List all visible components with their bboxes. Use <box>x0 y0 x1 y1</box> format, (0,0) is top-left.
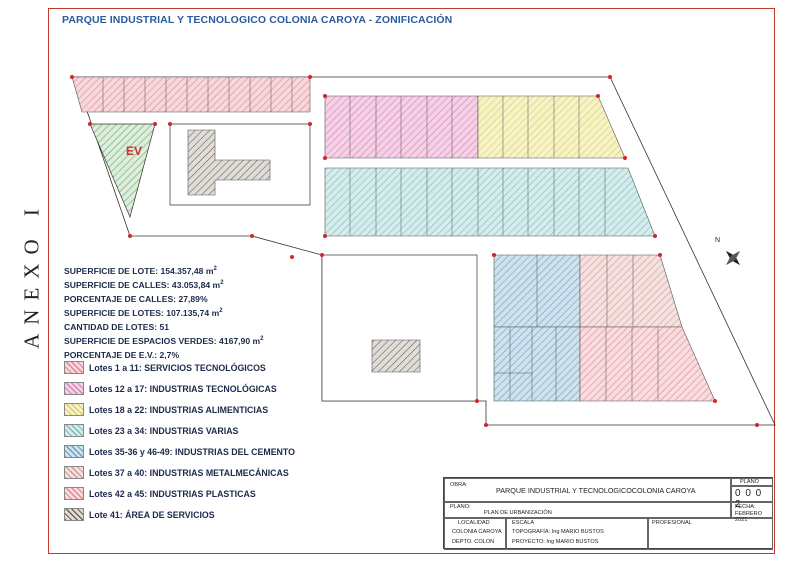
stat-superficie-lote: SUPERFICIE DE LOTE: 154.357,48 m2 <box>64 265 217 276</box>
lots-37-40 <box>579 254 683 328</box>
tb-plano-value: PLAN DE URBANIZACIÓN <box>484 510 552 516</box>
survey-points <box>70 75 759 427</box>
map-border <box>48 8 775 554</box>
legend-item: Lotes 42 a 45: INDUSTRIAS PLASTICAS <box>64 486 394 501</box>
tb-profesional: PROFESIONAL <box>652 520 692 526</box>
central-block <box>321 254 478 402</box>
tb-fecha-cell <box>731 502 773 518</box>
legend-item: Lotes 37 a 40: INDUSTRIAS METALMECÁNICAS <box>64 465 394 480</box>
map-title: PARQUE INDUSTRIAL Y TECNOLOGICO COLONIA … <box>62 14 453 26</box>
tb-localidad-cell <box>444 518 506 550</box>
legend-text: Lotes 18 a 22: INDUSTRIAS ALIMENTICIAS <box>89 404 269 415</box>
legend-swatch <box>64 487 84 500</box>
middle-row-dividers <box>349 168 606 236</box>
stat-porcentaje-calles: PORCENTAJE DE CALLES: 27,89% <box>64 293 208 304</box>
legend-text: Lote 41: ÁREA DE SERVICIOS <box>89 509 215 520</box>
legend-item: Lote 41: ÁREA DE SERVICIOS <box>64 507 394 522</box>
stat-superficie-lotes: SUPERFICIE DE LOTES: 107.135,74 m2 <box>64 308 223 319</box>
tb-plano-number-cell <box>731 486 773 502</box>
upper-row-dividers <box>349 96 580 158</box>
legend-swatch <box>64 424 84 437</box>
ev-label: EV <box>126 144 142 158</box>
lots-1-11 <box>71 76 311 113</box>
legend-swatch <box>64 508 84 521</box>
legend-text: Lotes 23 a 34: INDUSTRIAS VARIAS <box>89 425 239 436</box>
legend-swatch <box>64 466 84 479</box>
legend-swatch <box>64 382 84 395</box>
legend-text: Lotes 42 a 45: INDUSTRIAS PLASTICAS <box>89 488 256 499</box>
tb-proyecto: PROYECTO: Ing MARIO BUSTOS <box>512 539 599 545</box>
tb-plano-header-cell <box>731 478 773 486</box>
legend-text: Lotes 37 a 40: INDUSTRIAS METALMECÁNICAS <box>89 467 289 478</box>
legend-item: Lotes 18 a 22: INDUSTRIAS ALIMENTICIAS <box>64 402 394 417</box>
lots-18-22 <box>477 95 626 159</box>
legend-item: Lotes 35-36 y 46-49: INDUSTRIAS DEL CEME… <box>64 444 394 459</box>
tb-escala-label: ESCALA <box>512 520 535 526</box>
lots-1-11-dividers <box>102 77 293 112</box>
tb-obra-label: OBRA: <box>450 482 468 488</box>
legend-swatch <box>64 361 84 374</box>
tb-obra-value: PARQUE INDUSTRIAL Y TECNOLOGICOCOLONIA C… <box>496 486 696 495</box>
tb-localidad-value: COLONIA CAROYA <box>452 529 502 535</box>
stat-espacios-verdes: SUPERFICIE DE ESPACIOS VERDES: 4167,90 m… <box>64 336 264 347</box>
title-block: OBRA: PARQUE INDUSTRIAL Y TECNOLOGICOCOL… <box>443 477 773 550</box>
tb-plano-cell <box>444 502 731 518</box>
tb-fecha-value: FEBRERO 2021 <box>735 511 763 523</box>
tb-plano-label: PLANO: <box>450 504 471 510</box>
north-label: N <box>715 237 720 244</box>
lots-23-34 <box>324 167 656 237</box>
lots-cemento-b <box>493 326 581 402</box>
lots-12-17 <box>324 95 479 159</box>
green-space <box>89 123 156 219</box>
tb-fecha-label: FECHA: <box>735 504 756 510</box>
tb-obra-cell <box>444 478 731 502</box>
legend-item: Lotes 23 a 34: INDUSTRIAS VARIAS <box>64 423 394 438</box>
lower-dividers <box>494 255 659 401</box>
tb-profesional-cell <box>648 518 773 550</box>
stat-porcentaje-ev: PORCENTAJE DE E.V.: 2,7% <box>64 350 180 361</box>
lots-42-45 <box>579 326 716 402</box>
stats-panel: SUPERFICIE DE LOTE: 154.357,48 m2 SUPERF… <box>64 263 263 361</box>
legend-swatch <box>64 403 84 416</box>
legend-item: Lotes 12 a 17: INDUSTRIAS TECNOLÓGICAS <box>64 381 394 396</box>
central-building <box>371 339 421 373</box>
tb-plano-header: PLANO <box>740 479 759 485</box>
lot-41-building <box>187 129 271 196</box>
legend-swatch <box>64 445 84 458</box>
stat-superficie-calles: SUPERFICIE DE CALLES: 43.053,84 m2 <box>64 279 224 290</box>
tb-escala-cell <box>506 518 648 550</box>
legend-text: Lotes 12 a 17: INDUSTRIAS TECNOLÓGICAS <box>89 383 277 394</box>
legend-item: Lotes 1 a 11: SERVICIOS TECNOLÓGICOS <box>64 360 394 375</box>
stat-cantidad-lotes: CANTIDAD DE LOTES: 51 <box>64 322 170 333</box>
tb-depto: DEPTO. COLON <box>452 539 495 545</box>
tb-topografia: TOPOGRAFÍA: Ing MARIO BUSTOS <box>512 529 604 535</box>
tb-plano-number: 0 0 0 2 <box>735 488 763 510</box>
legend-text: Lotes 1 a 11: SERVICIOS TECNOLÓGICOS <box>89 362 266 373</box>
north-arrow: N <box>715 237 741 266</box>
tb-localidad-label: LOCALIDAD <box>458 520 490 526</box>
legend-text: Lotes 35-36 y 46-49: INDUSTRIAS DEL CEME… <box>89 446 295 457</box>
